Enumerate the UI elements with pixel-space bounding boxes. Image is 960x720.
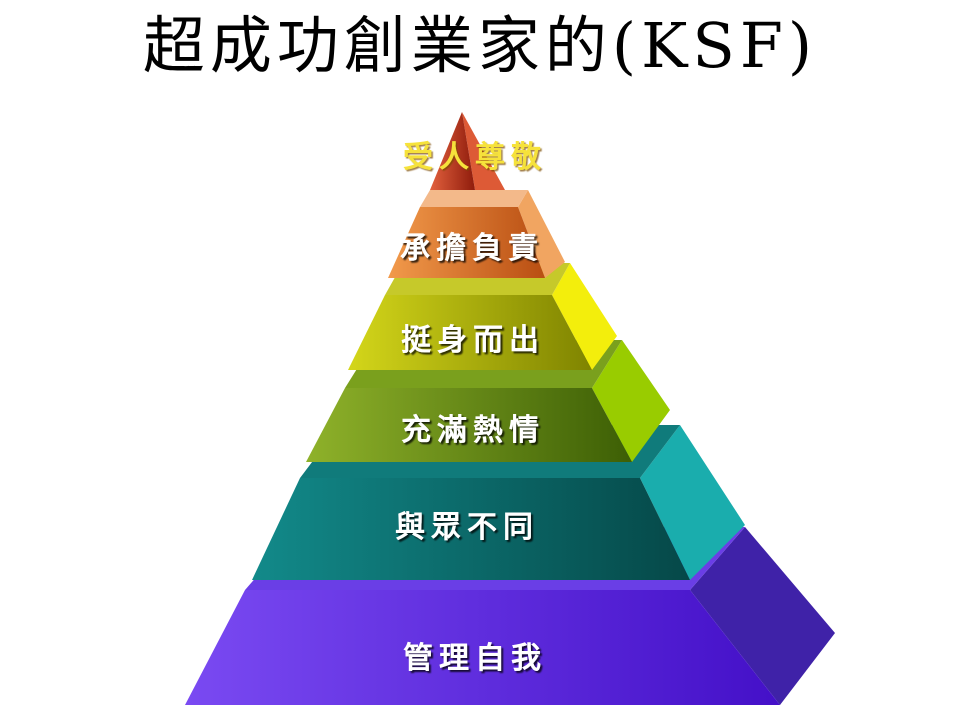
pyramid-tier-1: 受人尊敬 [403, 112, 547, 190]
slide-title: 超成功創業家的(KSF) [142, 9, 818, 82]
tier-1-side-face [462, 112, 505, 190]
tier-2-top-face [420, 190, 528, 207]
tier-4-side-face [592, 340, 670, 462]
tier-3-label: 挺身而出 [401, 323, 545, 358]
tier-6-front-face [185, 590, 780, 705]
tier-6-label: 管理自我 [403, 641, 547, 676]
tier-2-side-face [518, 190, 565, 278]
tier-4-label: 充滿熱情 [401, 413, 545, 448]
tier-1-front-face [430, 112, 475, 190]
tier-2-label: 承擔負責 [400, 231, 544, 266]
tier-2-front-face [388, 207, 545, 278]
tier-6-side-face [690, 527, 835, 705]
tier-1-label: 受人尊敬 [403, 140, 547, 175]
tier-4-front-face [306, 388, 632, 462]
tier-3-side-face [552, 263, 617, 370]
tier-5-side-face [640, 425, 745, 580]
pyramid-tier-3: 挺身而出 [348, 263, 617, 370]
pyramid-tier-2: 承擔負責 [388, 190, 565, 278]
tier-5-front-face [252, 478, 690, 580]
tier-3-front-face [348, 295, 592, 370]
tier-5-label: 與眾不同 [395, 510, 539, 545]
